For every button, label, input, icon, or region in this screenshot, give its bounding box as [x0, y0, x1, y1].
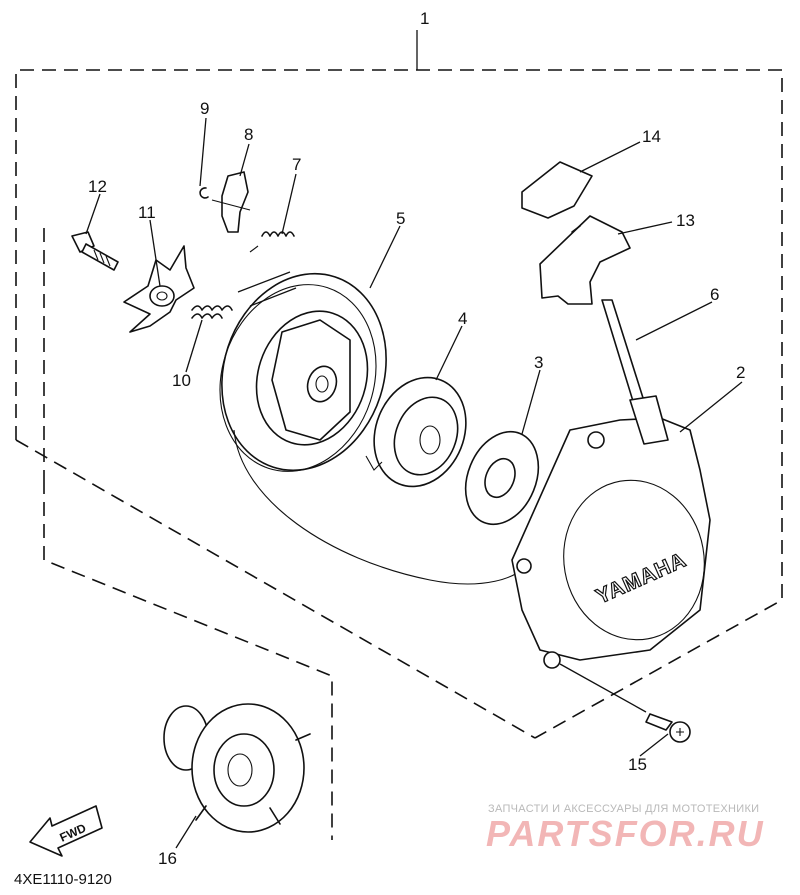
- diagram-code: 4XE1110-9120: [14, 871, 112, 888]
- callout-numbers: 1 2 3 4 5 6 7 8 9 10 11 12 13 14 15 16: [88, 9, 745, 868]
- callout-13: 13: [676, 211, 695, 230]
- part-16-bracket: [43, 228, 333, 840]
- part-16-pulley: [163, 703, 311, 833]
- callout-5: 5: [396, 209, 405, 228]
- callout-7: 7: [292, 155, 301, 174]
- part-14-grip: [521, 161, 593, 219]
- watermark-tagline: ЗАПЧАСТИ И АКСЕССУАРЫ ДЛЯ МОТОТЕХНИКИ: [488, 803, 759, 815]
- callout-1: 1: [420, 9, 429, 28]
- watermark: ЗАПЧАСТИ И АКСЕССУАРЫ ДЛЯ МОТОТЕХНИКИ PA…: [486, 803, 765, 854]
- callout-16: 16: [158, 849, 177, 868]
- part-13-handle: [539, 215, 631, 305]
- starter-rope-loop: [233, 429, 531, 585]
- callout-6: 6: [710, 285, 719, 304]
- callout-10: 10: [172, 371, 191, 390]
- leader-lines: [85, 117, 743, 849]
- part-4-spring-case: [365, 376, 467, 488]
- callout-14: 14: [642, 127, 661, 146]
- callout-11: 11: [138, 203, 156, 222]
- part-11-pawl-plate: [123, 245, 195, 333]
- callout-2: 2: [736, 363, 745, 382]
- part-7-spring: [249, 231, 295, 253]
- callout-12: 12: [88, 177, 107, 196]
- part-15-bolt: [559, 663, 691, 743]
- part-6-rope: [601, 299, 669, 445]
- forward-direction-arrow: FWD: [29, 805, 103, 857]
- part-8-pawl: [211, 171, 251, 233]
- part-5-sheave-drum: [219, 271, 387, 472]
- part-12-bolt: [71, 231, 119, 271]
- part-2-starter-cover: YAMAHA: [511, 417, 711, 669]
- callout-15: 15: [628, 755, 647, 774]
- callout-9: 9: [200, 99, 209, 118]
- callout-8: 8: [244, 125, 253, 144]
- part-3-washer: [464, 430, 540, 526]
- assembly-outline: [15, 30, 783, 739]
- watermark-logo: PARTSFOR.RU: [486, 813, 765, 854]
- callout-4: 4: [458, 309, 467, 328]
- part-10-spring: [191, 305, 233, 319]
- callout-3: 3: [534, 353, 543, 372]
- part-9-clip: [199, 187, 209, 199]
